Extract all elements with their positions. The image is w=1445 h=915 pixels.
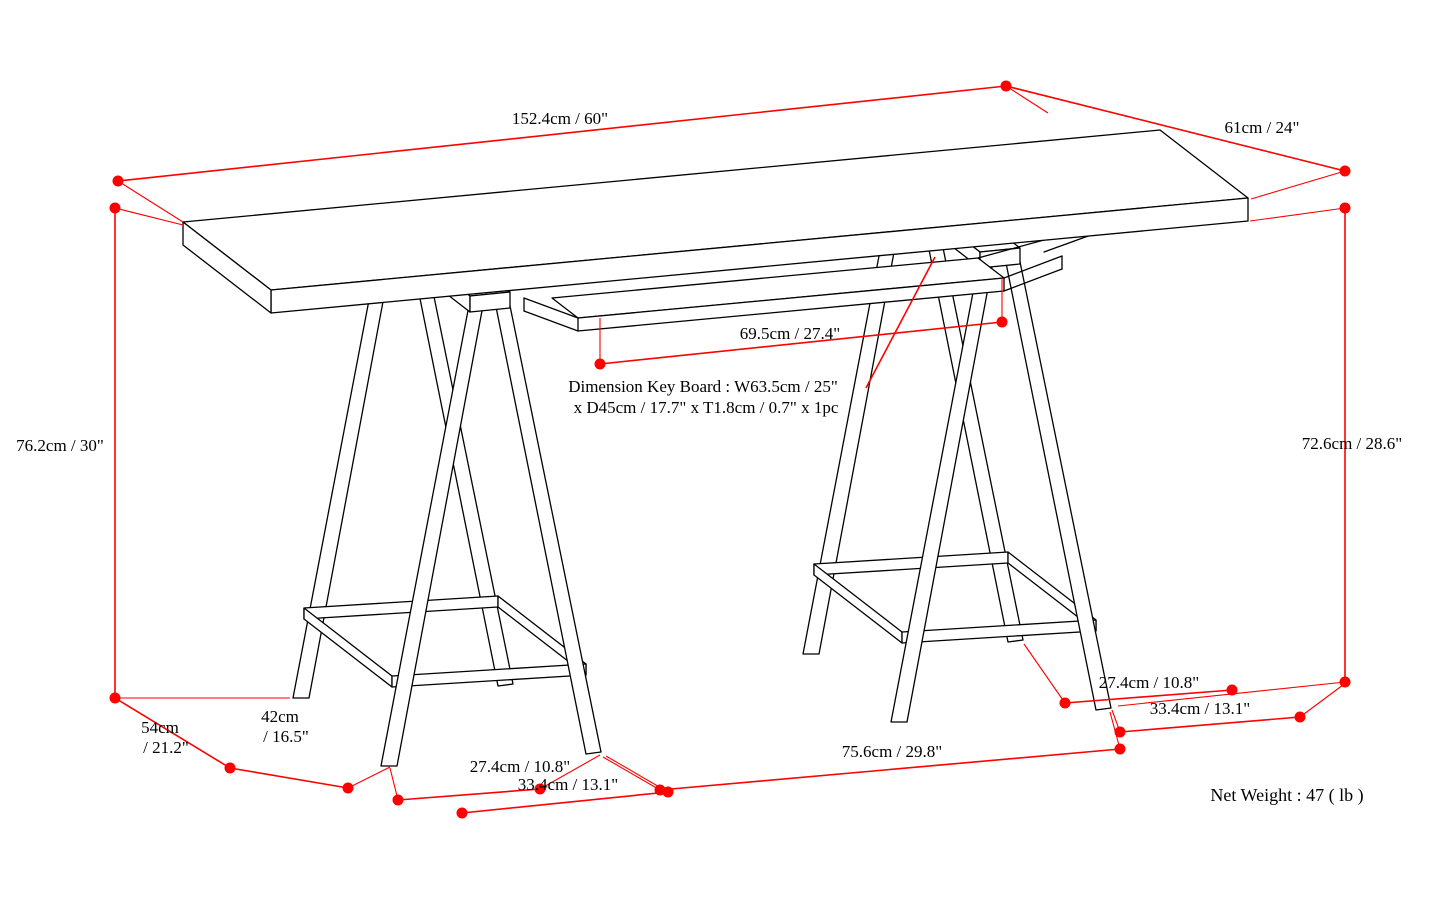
dimension-endpoint-dot bbox=[534, 783, 546, 795]
trestle-stretcher-front bbox=[391, 663, 587, 688]
tray-left-bracket bbox=[523, 297, 579, 319]
tray-right-bracket bbox=[1003, 255, 1063, 279]
tabletop-left-face bbox=[182, 221, 272, 314]
trestle-front-right-leg bbox=[493, 295, 602, 755]
dimension-label: 27.4cm / 10.8" bbox=[1099, 673, 1199, 692]
net-weight-label: Net Weight : 47 ( lb ) bbox=[1210, 785, 1363, 806]
dim-top-depth: 61cm / 24" bbox=[1005, 85, 1351, 200]
extension-line bbox=[602, 756, 661, 791]
dim-left-foot-inner: 27.4cm / 10.8" bbox=[389, 754, 601, 806]
dimension-label: / 16.5" bbox=[263, 727, 309, 746]
dim-right-height: 72.6cm / 28.6" bbox=[1117, 202, 1402, 707]
dim-right-foot-inner: 27.4cm / 10.8" bbox=[1023, 643, 1238, 709]
dimension-label: 76.2cm / 30" bbox=[16, 436, 104, 455]
dim-tray-width: 69.5cm / 27.4" bbox=[594, 278, 1008, 370]
dim-trestle-span: 75.6cm / 29.8" bbox=[602, 711, 1126, 796]
tabletop bbox=[182, 129, 1249, 314]
dimension-line bbox=[397, 788, 541, 801]
dimension-endpoint-dot bbox=[1059, 697, 1071, 709]
keyboard-note-line1: Dimension Key Board : W63.5cm / 25" bbox=[568, 377, 838, 396]
extension-line bbox=[1250, 170, 1346, 200]
dimension-endpoint-dot bbox=[456, 807, 468, 819]
dimension-endpoint-dot bbox=[392, 794, 404, 806]
trestle-stretcher-front bbox=[901, 619, 1097, 644]
dimension-endpoint-dot bbox=[1114, 726, 1126, 738]
dimension-line bbox=[461, 791, 669, 814]
extension-line bbox=[1299, 684, 1344, 718]
dimension-label: / 21.2" bbox=[143, 738, 189, 757]
dimension-endpoint-dot bbox=[594, 358, 606, 370]
dimension-label: 54cm bbox=[141, 718, 179, 737]
tray-rail bbox=[977, 239, 1045, 259]
trestle-stretcher-back bbox=[813, 551, 1009, 576]
dimension-endpoint-dot bbox=[1226, 684, 1238, 696]
dim-keyboard-note: Dimension Key Board : W63.5cm / 25" x D4… bbox=[568, 256, 936, 417]
extension-line bbox=[1249, 207, 1346, 222]
dimension-line bbox=[1064, 689, 1233, 704]
dim-left-base-width: 42cm / 16.5" bbox=[229, 707, 391, 794]
desk-drawing bbox=[182, 129, 1249, 767]
extension-line bbox=[114, 207, 184, 226]
dimension-label: 33.4cm / 13.1" bbox=[1150, 699, 1250, 718]
extension-line bbox=[347, 766, 391, 789]
tray-right-bracket bbox=[1003, 268, 1063, 292]
dimension-label: 27.4cm / 10.8" bbox=[470, 757, 570, 776]
dimension-line bbox=[229, 767, 349, 789]
dimension-endpoint-dot bbox=[112, 175, 124, 187]
dimension-line bbox=[659, 748, 1121, 791]
dimension-label: 152.4cm / 60" bbox=[512, 109, 608, 128]
dim-right-foot-outer: 33.4cm / 13.1" bbox=[1111, 684, 1344, 738]
dimension-line bbox=[117, 85, 1007, 182]
dimension-label: 33.4cm / 13.1" bbox=[518, 775, 618, 794]
keyboard-note-line2: x D45cm / 17.7" x T1.8cm / 0.7" x 1pc bbox=[574, 398, 839, 417]
dimension-endpoint-dot bbox=[1339, 676, 1351, 688]
dimension-endpoint-dot bbox=[996, 316, 1008, 328]
extension-line bbox=[1005, 85, 1049, 114]
extension-line bbox=[117, 180, 184, 223]
dimension-label: 72.6cm / 28.6" bbox=[1302, 434, 1402, 453]
dimension-endpoint-dot bbox=[342, 782, 354, 794]
dimension-annotations: 152.4cm / 60" 61cm / 24" 76.2cm / 30" 72… bbox=[16, 80, 1402, 819]
trestle-stretcher-back bbox=[303, 595, 499, 620]
tray-left-bracket bbox=[523, 310, 579, 332]
extension-line bbox=[1023, 643, 1066, 704]
dimension-line bbox=[1119, 716, 1301, 733]
leader-line bbox=[865, 256, 936, 389]
dimension-line bbox=[114, 697, 231, 769]
dimension-label: 69.5cm / 27.4" bbox=[740, 324, 840, 343]
trestle-beam-front bbox=[469, 291, 511, 313]
dimension-line bbox=[1005, 85, 1346, 172]
dimension-line bbox=[599, 321, 1003, 365]
dimension-label: 61cm / 24" bbox=[1225, 118, 1300, 137]
dimension-endpoint-dot bbox=[1339, 202, 1351, 214]
dimension-endpoint-dot bbox=[109, 202, 121, 214]
dim-left-base-depth: 54cm / 21.2" bbox=[114, 697, 236, 774]
dimension-endpoint-dot bbox=[1114, 743, 1126, 755]
dimension-endpoint-dot bbox=[654, 784, 666, 796]
dimension-endpoint-dot bbox=[1339, 165, 1351, 177]
dimension-label: 75.6cm / 29.8" bbox=[842, 742, 942, 761]
dimension-label: 42cm bbox=[261, 707, 299, 726]
dimension-endpoint-dot bbox=[1294, 711, 1306, 723]
extension-line bbox=[539, 754, 601, 790]
trestle-front-right-leg bbox=[1003, 251, 1112, 711]
